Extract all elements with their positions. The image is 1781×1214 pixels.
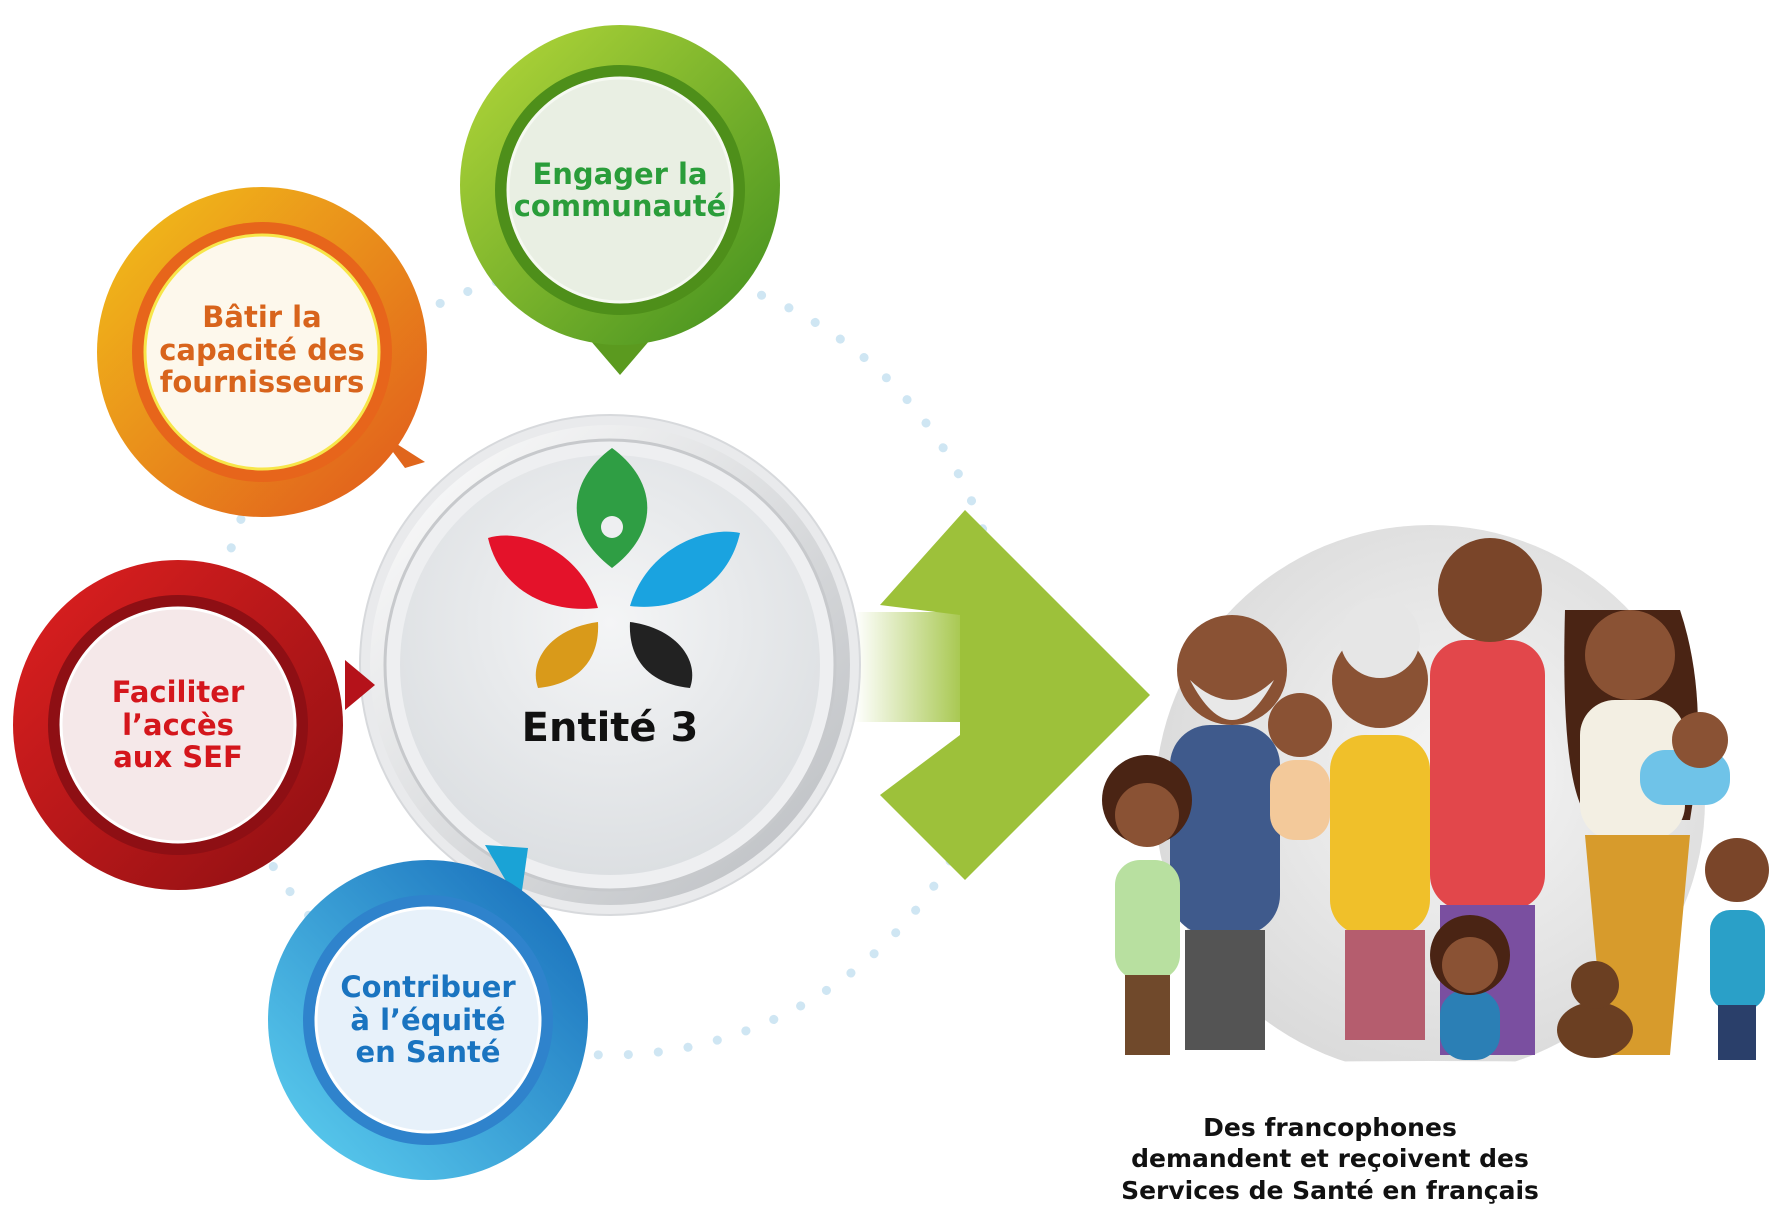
bubble-contribuer — [268, 845, 588, 1180]
family-caption: Des francophones demandent et reçoivent … — [1095, 1112, 1565, 1206]
bubble-contribuer-line-2: à l’équité — [350, 1002, 506, 1037]
bubble-batir-line-2: capacité des — [159, 332, 365, 367]
bubble-faciliter-line-2: l’accès — [122, 707, 234, 742]
bubble-engager-text: Engager la communauté — [510, 130, 730, 250]
bubble-faciliter-line-3: aux SEF — [113, 740, 243, 775]
bubble-batir-text: Bâtir la capacité des fournisseurs — [142, 285, 382, 415]
caption-line-2: demandent et reçoivent des — [1131, 1144, 1529, 1174]
bubble-batir-line-3: fournisseurs — [159, 365, 365, 400]
bubble-faciliter-text: Faciliter l’accès aux SEF — [78, 660, 278, 790]
bubble-engager-line-1: Engager la — [532, 156, 708, 191]
bubble-contribuer-line-3: en Santé — [355, 1035, 501, 1070]
bubble-faciliter — [13, 560, 375, 890]
bubble-contribuer-text: Contribuer à l’équité en Santé — [328, 955, 528, 1085]
bubble-batir — [97, 187, 427, 517]
caption-line-3: Services de Santé en français — [1121, 1175, 1539, 1205]
five-petal-flower-icon — [488, 448, 740, 688]
bubble-batir-line-1: Bâtir la — [202, 300, 322, 335]
center-label: Entité 3 — [521, 705, 699, 751]
bubble-contribuer-line-1: Contribuer — [340, 970, 516, 1005]
bubble-engager-line-2: communauté — [513, 189, 727, 223]
arrow-icon — [855, 510, 1150, 880]
family-illustration — [1100, 525, 1769, 1089]
bubble-faciliter-line-1: Faciliter — [111, 675, 245, 710]
caption-line-1: Des francophones — [1203, 1113, 1457, 1142]
bubble-engager — [460, 25, 780, 375]
